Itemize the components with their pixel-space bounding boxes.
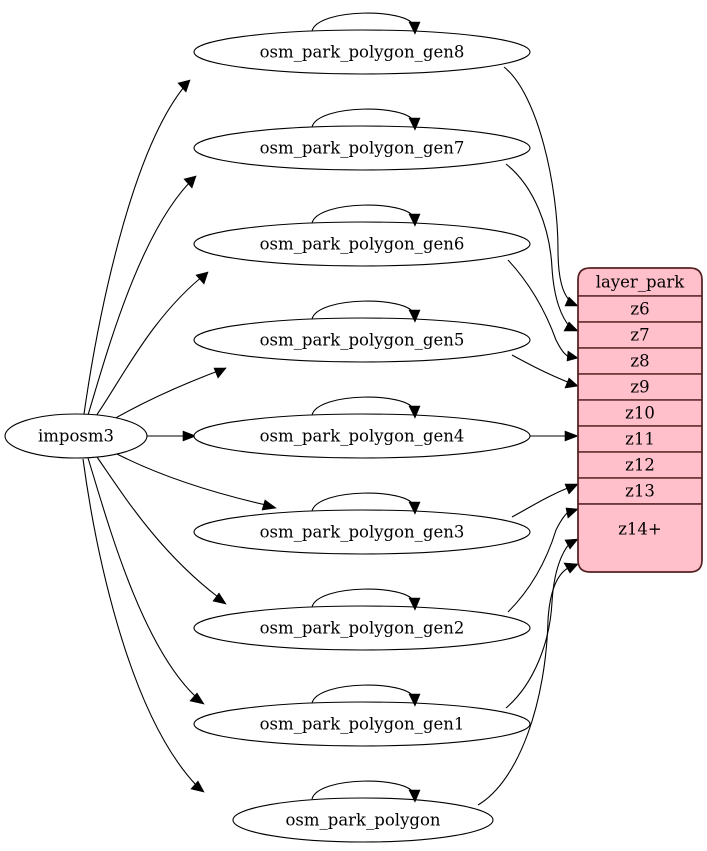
node-label-imposm3: imposm3: [38, 427, 114, 446]
node-layer-park-table[interactable]: layer_park z6 z7 z8 z9 z10 z11 z12 z13 z…: [577, 267, 703, 573]
table-row-z9[interactable]: [577, 373, 703, 401]
edge-gen6-to-z8: [507, 259, 579, 362]
self-loop-gen4: [311, 396, 421, 419]
edge-imposm3-to-gen8: [83, 79, 191, 415]
node-osm-park-polygon-gen3[interactable]: osm_park_polygon_gen3: [193, 509, 531, 555]
edge-gen1-to-z13: [505, 538, 579, 709]
node-osm-park-polygon-gen1[interactable]: osm_park_polygon_gen1: [193, 701, 531, 747]
node-label-gen4: osm_park_polygon_gen4: [260, 427, 465, 446]
self-loop-gen3: [311, 492, 421, 515]
edges-from-imposm3: [82, 79, 277, 793]
table-row-label-z10: z10: [625, 404, 655, 423]
table-row-label-z7: z7: [630, 326, 649, 345]
table-row-label-z6: z6: [630, 300, 649, 319]
node-label-osm-park-polygon: osm_park_polygon: [285, 811, 440, 830]
self-loops: [311, 12, 421, 803]
table-row-label-z9: z9: [630, 378, 649, 397]
node-label-gen1: osm_park_polygon_gen1: [260, 715, 465, 734]
edge-imposm3-to-gen6: [95, 271, 209, 417]
node-label-gen8: osm_park_polygon_gen8: [260, 43, 465, 62]
self-loop-osm-park-polygon: [311, 780, 421, 803]
edge-gen3-to-z11: [511, 483, 579, 518]
edge-imposm3-to-gen7: [87, 175, 197, 416]
table-outline: [577, 267, 703, 573]
node-osm-park-polygon-gen5[interactable]: osm_park_polygon_gen5: [193, 317, 531, 363]
node-osm-park-polygon-gen7[interactable]: osm_park_polygon_gen7: [193, 125, 531, 171]
node-label-gen3: osm_park_polygon_gen3: [260, 523, 465, 542]
table-row-label-z11: z11: [625, 430, 655, 449]
edge-gen4-to-z10: [530, 430, 579, 442]
edge-imposm3-to-gen1: [87, 457, 205, 705]
edge-imposm3-to-gen2: [96, 456, 227, 605]
node-imposm3[interactable]: imposm3: [4, 413, 148, 459]
node-osm-park-polygon-gen8[interactable]: osm_park_polygon_gen8: [193, 29, 531, 75]
node-label-gen6: osm_park_polygon_gen6: [260, 235, 465, 254]
node-osm-park-polygon-gen2[interactable]: osm_park_polygon_gen2: [193, 605, 531, 651]
self-loop-gen7: [311, 108, 421, 131]
self-loop-gen5: [311, 300, 421, 323]
table-row-label-z12: z12: [625, 456, 655, 475]
edge-imposm3-to-gen5: [111, 367, 227, 421]
table-row-label-z14plus: z14+: [618, 520, 662, 539]
edge-imposm3-to-osm-park-polygon: [82, 458, 205, 793]
edges-to-layer-park: [477, 66, 579, 806]
edge-gen5-to-z9: [511, 354, 579, 389]
self-loop-gen1: [311, 684, 421, 707]
edge-imposm3-to-gen3: [114, 452, 277, 511]
node-label-gen2: osm_park_polygon_gen2: [260, 619, 465, 638]
node-label-gen5: osm_park_polygon_gen5: [260, 331, 465, 350]
self-loop-gen6: [311, 204, 421, 227]
node-osm-park-polygon-gen6[interactable]: osm_park_polygon_gen6: [193, 221, 531, 267]
edge-gen7-to-z7: [505, 163, 579, 332]
node-osm-park-polygon[interactable]: osm_park_polygon: [232, 797, 494, 843]
edge-imposm3-to-gen4: [147, 430, 197, 442]
table-row-label-z13: z13: [625, 482, 655, 501]
node-osm-park-polygon-gen4[interactable]: osm_park_polygon_gen4: [193, 413, 531, 459]
self-loop-gen2: [311, 588, 421, 611]
self-loop-gen8: [311, 12, 421, 35]
edge-gen2-to-z12: [507, 507, 579, 613]
table-row-z7[interactable]: [577, 321, 703, 349]
edge-osm-park-polygon-to-z14: [477, 562, 579, 806]
node-label-gen7: osm_park_polygon_gen7: [260, 139, 465, 158]
table-row-label-z8: z8: [630, 352, 649, 371]
table-header-label: layer_park: [596, 273, 686, 292]
edge-gen8-to-z6: [503, 66, 579, 307]
